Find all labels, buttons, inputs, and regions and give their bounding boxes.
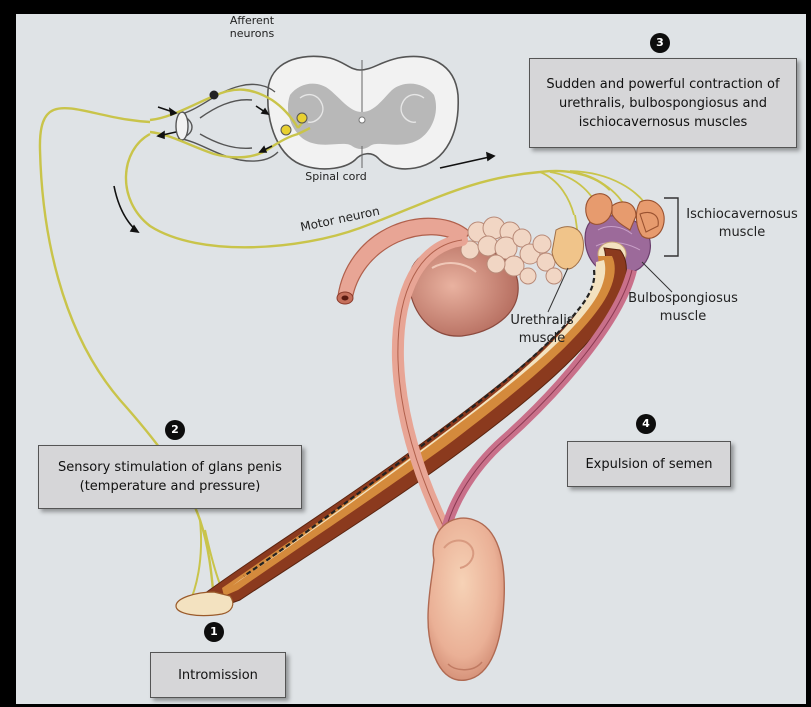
label-ischiocavernosus: Ischiocavernosus muscle xyxy=(682,206,802,242)
step-1-badge: 1 xyxy=(204,622,224,642)
label-bulbo-line1: Bulbospongiosus xyxy=(618,290,748,308)
label-urethralis-line1: Urethralis xyxy=(492,312,592,330)
step-4-box: Expulsion of semen xyxy=(567,441,731,487)
step-2-line2: (temperature and pressure) xyxy=(58,477,282,496)
step-3-line3: ischiocavernosus muscles xyxy=(546,113,779,132)
label-bulbospongiosus: Bulbospongiosus muscle xyxy=(618,290,748,326)
label-afferent-neurons: Afferent neurons xyxy=(212,14,292,40)
label-bulbo-line2: muscle xyxy=(618,308,748,326)
step-3-badge: 3 xyxy=(650,33,670,53)
step-3-box: Sudden and powerful contraction of ureth… xyxy=(529,58,797,148)
label-afferent-line2: neurons xyxy=(212,27,292,40)
step-3-line2: urethralis, bulbospongiosus and xyxy=(546,94,779,113)
step-1-box: Intromission xyxy=(150,652,286,698)
step-2-box: Sensory stimulation of glans penis (temp… xyxy=(38,445,302,509)
step-3-line1: Sudden and powerful contraction of xyxy=(546,75,779,94)
label-urethralis-line2: muscle xyxy=(492,330,592,348)
step-4-line1: Expulsion of semen xyxy=(585,455,712,474)
label-ischio-line2: muscle xyxy=(682,224,802,242)
label-afferent-line1: Afferent xyxy=(212,14,292,27)
step-1-line1: Intromission xyxy=(178,666,258,685)
spinal-cord xyxy=(268,56,458,169)
label-spinal-cord: Spinal cord xyxy=(296,170,376,183)
label-ischio-line1: Ischiocavernosus xyxy=(682,206,802,224)
interneuron-cell-1 xyxy=(297,113,307,123)
step-2-badge: 2 xyxy=(165,420,185,440)
label-urethralis: Urethralis muscle xyxy=(492,312,592,348)
afferent-cell-body xyxy=(210,91,219,100)
step-2-line1: Sensory stimulation of glans penis xyxy=(58,458,282,477)
interneuron-cell-2 xyxy=(281,125,291,135)
step-4-badge: 4 xyxy=(636,414,656,434)
